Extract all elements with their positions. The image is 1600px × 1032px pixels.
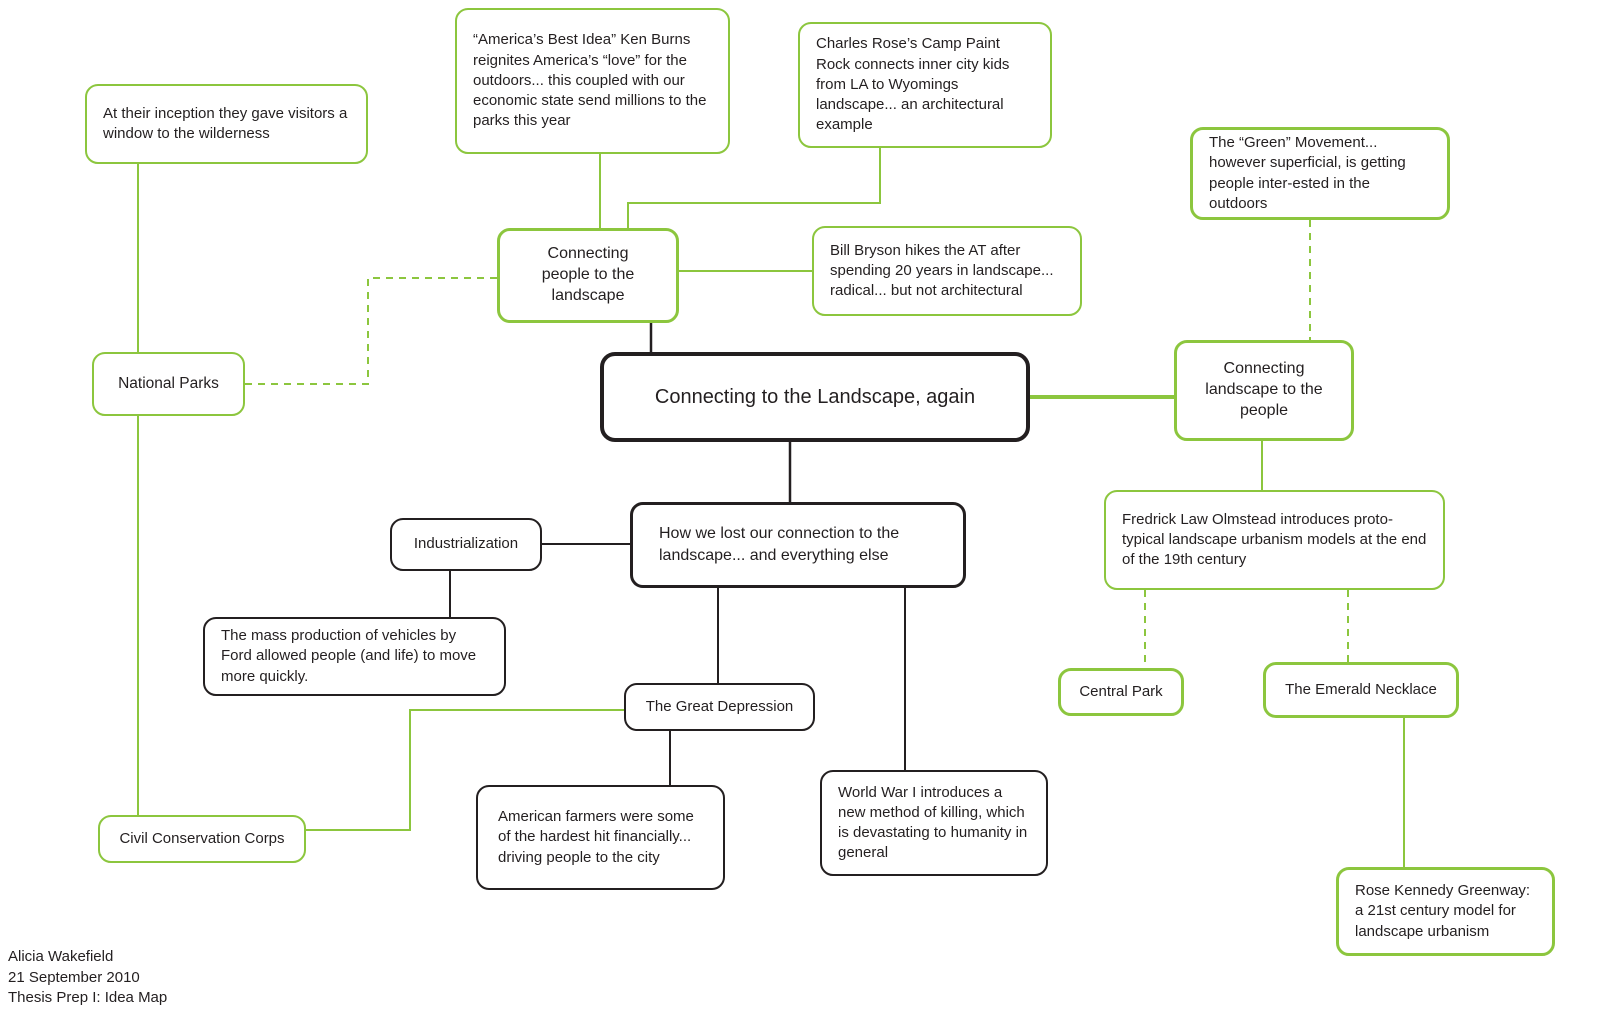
node-bill-bryson: Bill Bryson hikes the AT after spending … (812, 226, 1082, 316)
node-ford: The mass production of vehicles by Ford … (203, 617, 506, 696)
node-label: How we lost our connection to the landsc… (659, 525, 900, 564)
node-central-park: Central Park (1058, 668, 1184, 716)
node-main-title: Connecting to the Landscape, again (600, 352, 1030, 442)
node-ken-burns: “America’s Best Idea” Ken Burns reignite… (455, 8, 730, 154)
node-label: The Great Depression (645, 697, 794, 715)
node-label: Connecting people to the landscape (541, 245, 635, 304)
node-great-depression: The Great Depression (624, 683, 815, 731)
node-label: The “Green” Movement... however superfic… (1209, 134, 1406, 212)
node-label: National Parks (118, 374, 219, 392)
edge-civil-conservation-corps--great-depression (306, 709, 624, 831)
node-how-we-lost: How we lost our connection to the landsc… (630, 502, 966, 588)
node-connecting-people: Connecting people to the landscape (497, 228, 679, 323)
node-label: Connecting landscape to the people (1205, 360, 1323, 419)
node-ww1: World War I introduces a new method of k… (820, 770, 1048, 876)
node-label: Central Park (1079, 682, 1163, 700)
node-connecting-landscape: Connecting landscape to the people (1174, 340, 1354, 441)
edge-national-parks--connecting-people (245, 277, 497, 385)
node-olmstead: Fredrick Law Olmstead introduces proto-t… (1104, 490, 1445, 590)
node-label: Charles Rose’s Camp Paint Rock connects … (816, 35, 1010, 134)
node-rose-kennedy-greenway: Rose Kennedy Greenway: a 21st century mo… (1336, 867, 1555, 956)
node-label: Civil Conservation Corps (119, 829, 285, 847)
node-label: World War I introduces a new method of k… (838, 783, 1028, 862)
node-label: Rose Kennedy Greenway: a 21st century mo… (1355, 882, 1531, 940)
node-label: “America’s Best Idea” Ken Burns reignite… (473, 31, 707, 130)
node-label: Bill Bryson hikes the AT after spending … (830, 241, 1054, 300)
node-label: Connecting to the Landscape, again (654, 385, 976, 408)
node-green-movement: The “Green” Movement... however superfic… (1190, 127, 1450, 220)
node-label: American farmers were some of the hardes… (498, 808, 694, 866)
node-label: The mass production of vehicles by Ford … (221, 627, 477, 685)
node-industrialization: Industrialization (390, 518, 542, 571)
footer-course: Thesis Prep I: Idea Map (8, 989, 168, 1007)
node-charles-rose: Charles Rose’s Camp Paint Rock connects … (798, 22, 1052, 148)
node-national-parks: National Parks (92, 352, 245, 416)
node-emerald-necklace: The Emerald Necklace (1263, 662, 1459, 718)
node-label: At their inception they gave visitors a … (103, 104, 348, 142)
node-farmers: American farmers were some of the hardes… (476, 785, 725, 890)
footer-author: Alicia Wakefield (8, 948, 114, 965)
footer-date: 21 September 2010 (8, 968, 140, 986)
node-civil-conservation-corps: Civil Conservation Corps (98, 815, 306, 863)
node-label: Fredrick Law Olmstead introduces proto-t… (1122, 510, 1427, 569)
node-label: The Emerald Necklace (1285, 680, 1437, 698)
edge-charles-rose--connecting-people (627, 148, 881, 228)
node-window-wilderness: At their inception they gave visitors a … (85, 84, 368, 164)
footer-credits: Alicia Wakefield 21 September 2010 Thesi… (8, 947, 167, 1009)
node-label: Industrialization (413, 535, 519, 553)
